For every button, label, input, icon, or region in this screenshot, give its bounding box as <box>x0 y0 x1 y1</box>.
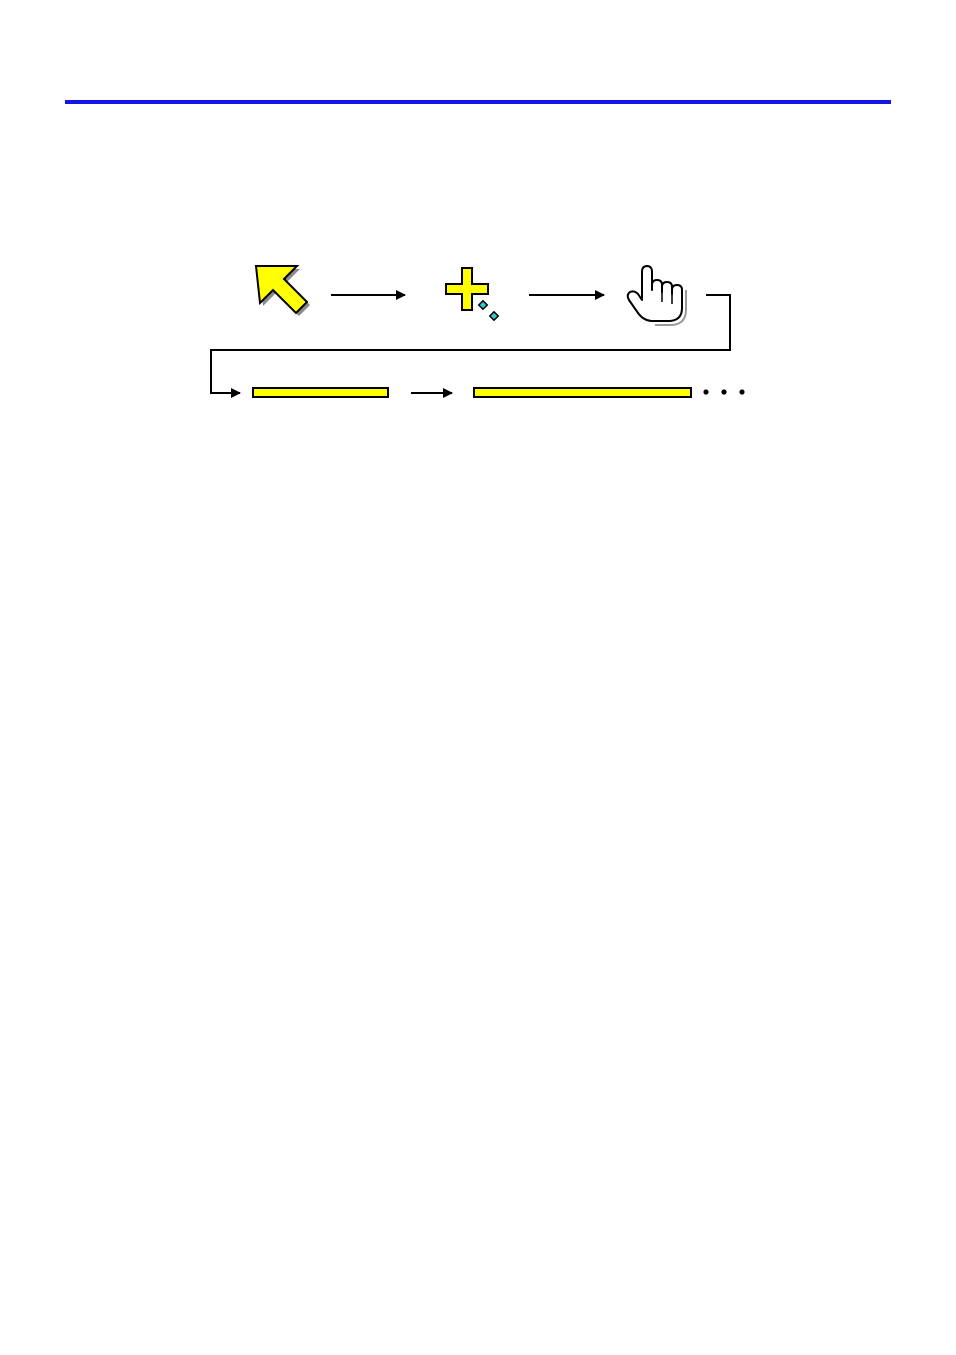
cyan-diamond-2 <box>488 310 500 322</box>
return-connector <box>210 294 731 398</box>
cyan-diamond-1 <box>477 299 489 311</box>
short-bar-cursor-icon <box>252 387 389 398</box>
long-bar-cursor-icon <box>473 387 692 398</box>
crosshair-cursor-icon <box>445 267 500 322</box>
header-rule <box>65 100 891 104</box>
hand-pointer-icon <box>626 265 687 326</box>
arrow-pointer-icon <box>254 265 310 316</box>
ellipsis-icon <box>703 389 745 395</box>
